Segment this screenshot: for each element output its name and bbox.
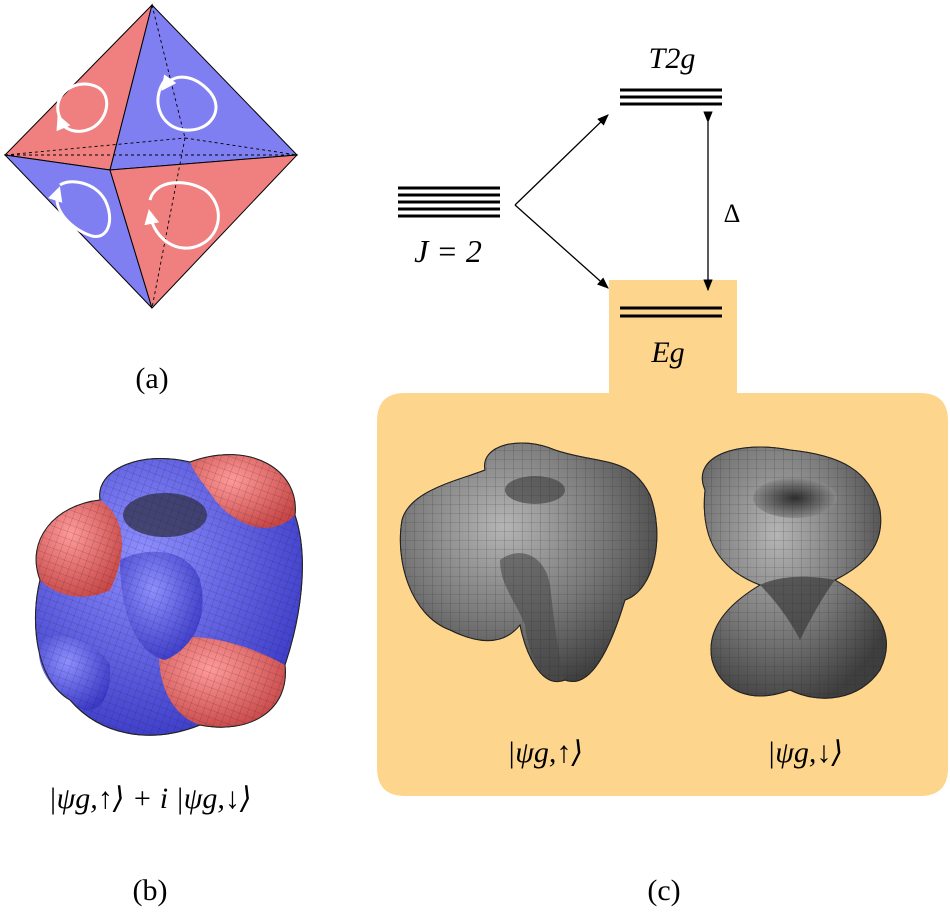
level-t2g-label: T2g xyxy=(649,42,696,75)
orbital-up-label: |ψg,↑⟩ xyxy=(507,736,583,769)
octahedron-diagram xyxy=(3,3,299,309)
panel-c-label: (c) xyxy=(647,874,680,907)
level-t2g xyxy=(620,88,722,106)
circulation-arrow-icon xyxy=(156,74,218,132)
level-j2-label: J = 2 xyxy=(414,233,482,269)
circulation-arrow-icon xyxy=(48,180,111,238)
gap-label: Δ xyxy=(724,199,741,228)
orbital-up-surface xyxy=(399,442,658,683)
arrow-to-t2g xyxy=(514,114,609,206)
combined-orbital-surface xyxy=(35,454,303,736)
panel-b-label: (b) xyxy=(133,874,168,907)
panel-a-label: (a) xyxy=(135,362,168,395)
orbital-down-label: |ψg,↓⟩ xyxy=(767,736,843,769)
circulation-arrow-icon xyxy=(144,181,220,250)
panel-b-caption: |ψg,↑⟩ + i |ψg,↓⟩ xyxy=(48,782,251,815)
level-j2 xyxy=(398,186,500,218)
circulation-arrow-icon xyxy=(56,82,109,133)
orbital-down-surface xyxy=(702,446,887,699)
level-eg-label: Eg xyxy=(650,336,684,369)
arrow-to-eg xyxy=(514,204,609,289)
face-lower-right xyxy=(109,154,299,309)
level-eg xyxy=(620,306,722,318)
